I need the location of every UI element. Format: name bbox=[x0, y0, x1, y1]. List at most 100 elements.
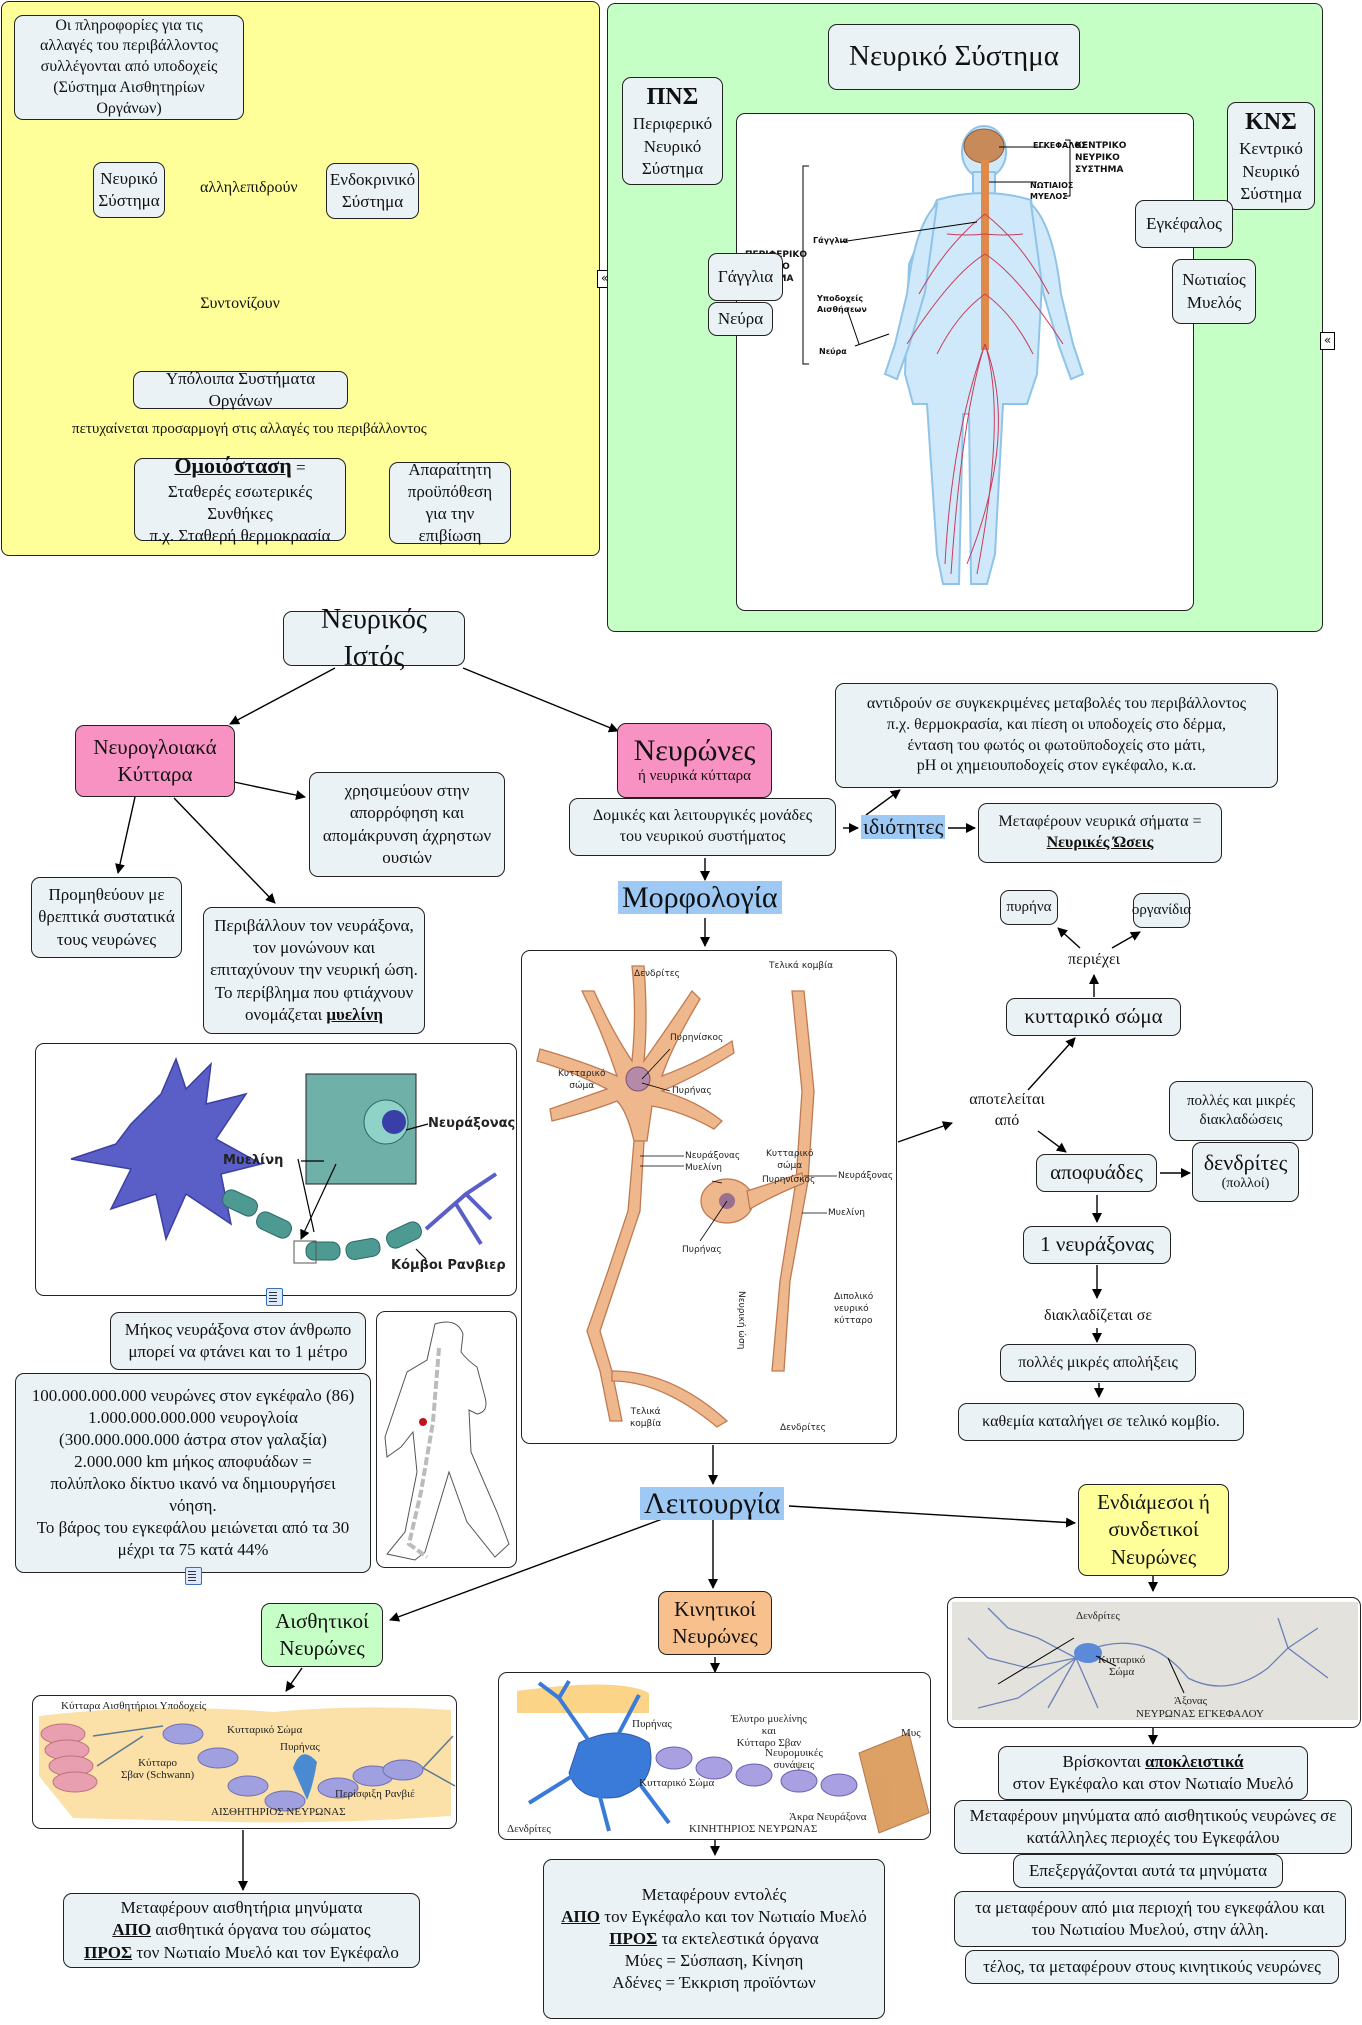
morph-label-axon: Νευράξονας bbox=[685, 1151, 741, 1161]
glia-nourish-node[interactable]: Προμηθεύουν με θρεπτικά συστατικά τους ν… bbox=[31, 877, 182, 958]
figure-label-line: Διπολικό bbox=[834, 1292, 874, 1302]
properties-label: ιδιότητες bbox=[861, 814, 946, 840]
cns-node[interactable]: ΚΝΣ Κεντρικό Νευρικό Σύστημα bbox=[1227, 102, 1315, 210]
figure-label-line: συνάψεις bbox=[773, 1759, 815, 1772]
inter-carry-node[interactable]: Μεταφέρουν μηνύματα από αισθητικούς νευρ… bbox=[954, 1800, 1352, 1854]
axon-node[interactable]: 1 νευράξονας bbox=[1023, 1226, 1171, 1264]
nervous-tissue-node[interactable]: Νευρικός Ιστός bbox=[283, 604, 465, 672]
node-line: στον Εγκέφαλο και στον Νωτιαίο Μυελό bbox=[1012, 1774, 1294, 1793]
homeostasis-node[interactable]: Ομοιόσταση = Σταθερές εσωτερικές Συνθήκε… bbox=[134, 453, 346, 545]
transmit-node[interactable]: Μεταφέρουν νευρικά σήματα = Νευρικές Ώσε… bbox=[978, 803, 1222, 863]
morph-label-nucleus: Πυρήνας bbox=[672, 1086, 712, 1096]
interneurons-node[interactable]: Ενδιάμεσοι ή συνδετικοί Νευρώνες bbox=[1078, 1484, 1229, 1576]
fact-line: νόηση. bbox=[169, 1496, 217, 1516]
neurons-node[interactable]: Νευρώνες ή νευρικά κύτταρα bbox=[617, 723, 772, 798]
morph-label-nucleolus: Πυρηνίσκος bbox=[670, 1033, 724, 1043]
glia-wrap-node[interactable]: Περιβάλλουν τον νευράξονα, τον μονώνουν … bbox=[203, 907, 425, 1034]
homeostasis-title: Ομοιόσταση bbox=[174, 453, 292, 479]
inter-transfer-node[interactable]: τα μεταφέρουν από μια περιοχή του εγκεφά… bbox=[954, 1891, 1346, 1947]
collapse-right-icon[interactable]: « bbox=[1320, 332, 1335, 350]
nucleus-node[interactable]: πυρήνα bbox=[1000, 890, 1058, 925]
node-line: Νευρικός Ιστός bbox=[321, 604, 427, 672]
neurons-definition-node[interactable]: Δομικές και λειτουργικές μονάδες του νευ… bbox=[569, 798, 836, 856]
node-line: Νωτιαίος bbox=[1182, 270, 1246, 290]
node-line: Γάγγλια bbox=[717, 266, 774, 286]
figure-label-line: Κυτταρικό bbox=[558, 1069, 606, 1079]
nervous-system-title-node[interactable]: Νευρικό Σύστημα bbox=[828, 24, 1080, 90]
homeostasis-title-line: Ομοιόσταση = bbox=[174, 452, 305, 481]
node-line: πυρήνα bbox=[1006, 898, 1052, 915]
dendrites-node[interactable]: δενδρίτες (πολλοί) bbox=[1192, 1142, 1299, 1202]
motor-label-muscle: Μυς bbox=[901, 1727, 921, 1739]
morph-label-cell-body: Κυτταρικό σώμα bbox=[558, 1069, 605, 1092]
node-line: Αδένες = Έκκριση προϊόντων bbox=[612, 1973, 816, 1993]
survival-node[interactable]: Απαραίτητη προϋπόθεση για την επιβίωση bbox=[389, 460, 511, 545]
endocrine-system-node[interactable]: Ενδοκρινικό Σύστημα bbox=[326, 163, 419, 219]
link-properties-react bbox=[865, 789, 901, 816]
brain-node[interactable]: Εγκέφαλος bbox=[1135, 200, 1233, 248]
nerves-node[interactable]: Νεύρα bbox=[708, 302, 773, 336]
figure-label-line: Κυτταρικό bbox=[766, 1149, 814, 1159]
morph-label-impulse: Νευρική ώση bbox=[736, 1291, 746, 1350]
glia-absorb-node[interactable]: χρησιμεύουν στην απορρόφηση και απομάκρυ… bbox=[309, 772, 505, 877]
processes-node[interactable]: αποφυάδες bbox=[1036, 1154, 1157, 1192]
node-line: π.χ. Σταθερή θερμοκρασία bbox=[149, 525, 331, 545]
node-line: Μύες = Σύσπαση, Κίνηση bbox=[624, 1951, 804, 1971]
terminal-node[interactable]: καθεμία καταλήγει σε τελικό κομβίο. bbox=[958, 1403, 1244, 1441]
node-line: Υπόλοιπα Συστήματα Οργάνων bbox=[165, 368, 316, 410]
spinal-cord-node[interactable]: Νωτιαίος Μυελός bbox=[1172, 259, 1256, 324]
walking-person-illustration bbox=[384, 1321, 510, 1561]
motor-label-tips: Άκρα Νευράξονα bbox=[789, 1811, 867, 1823]
fact-line: (300.000.000.000 άστρα στον γαλαξία) bbox=[59, 1429, 327, 1449]
node-line: προϋπόθεση bbox=[407, 481, 493, 501]
other-systems-node[interactable]: Υπόλοιπα Συστήματα Οργάνων bbox=[133, 368, 348, 410]
link-glia-nourish bbox=[115, 796, 136, 874]
node-line: Νευρικό bbox=[100, 168, 158, 188]
info-collection-node[interactable]: Οι πληροφορίες για τις αλλαγές του περιβ… bbox=[14, 15, 244, 120]
note-icon[interactable] bbox=[185, 1567, 202, 1585]
sensory-neurons-node[interactable]: Αισθητικοί Νευρώνες bbox=[261, 1603, 383, 1667]
interneuron-illustration bbox=[952, 1602, 1358, 1720]
morph-label-nucleus-2: Πυρήνας bbox=[682, 1245, 722, 1255]
node-line: ΠΡΟΣ τα εκτελεστικά όργανα bbox=[609, 1928, 818, 1950]
figure-label-line: ΚΕΝΤΡΙΚΟ bbox=[1075, 141, 1127, 151]
cell-body-node[interactable]: κυτταρικό σώμα bbox=[1006, 998, 1181, 1036]
node-line: Σύστημα bbox=[641, 158, 704, 178]
body-illustration bbox=[802, 125, 1085, 585]
note-icon[interactable] bbox=[266, 1288, 283, 1306]
organelles-node[interactable]: οργανίδια bbox=[1131, 893, 1192, 928]
react-node[interactable]: αντιδρούν σε συγκεκριμένες μεταβολές του… bbox=[835, 683, 1278, 788]
consists-of-label: αποτελείται από bbox=[962, 1090, 1052, 1132]
motor-description-node[interactable]: Μεταφέρουν εντολές ΑΠΟ τον Εγκέφαλο και … bbox=[543, 1859, 885, 2019]
neurons-title: Νευρώνες bbox=[633, 734, 756, 768]
node-line: Νεύρα bbox=[717, 308, 764, 328]
figure-label-line: κύτταρο bbox=[834, 1316, 873, 1327]
morph-label-dendrites-top: Δενδρίτες bbox=[634, 969, 680, 979]
sensory-description-node[interactable]: Μεταφέρουν αισθητήρια μηνύματα ΑΠΟ αισθη… bbox=[63, 1893, 420, 1968]
axon-length-node[interactable]: Μήκος νευράξονα στον άνθρωπο μπορεί να φ… bbox=[110, 1312, 366, 1370]
neuron-illustration bbox=[536, 965, 837, 1428]
nervous-system-node[interactable]: Νευρικό Σύστημα bbox=[93, 162, 165, 218]
node-line: ΠΡΟΣ τον Νωτιαίο Μυελό και τον Εγκέφαλο bbox=[84, 1942, 399, 1964]
from-keyword: ΑΠΟ bbox=[112, 1920, 152, 1940]
function-label: Λειτουργία bbox=[640, 1487, 785, 1520]
inter-finally-node[interactable]: τέλος, τα μεταφέρουν στους κινητικούς νε… bbox=[965, 1950, 1339, 1984]
facts-node[interactable]: 100.000.000.000 νευρώνες στον εγκέφαλο (… bbox=[15, 1373, 371, 1573]
glia-node[interactable]: Νευρογλοιακά Κύτταρα bbox=[75, 725, 235, 797]
motor-neurons-node[interactable]: Κινητικοί Νευρώνες bbox=[658, 1591, 772, 1655]
motor-neuron-illustration bbox=[517, 1679, 930, 1834]
node-line: οργανίδια bbox=[1131, 901, 1192, 918]
endings-node[interactable]: πολλές μικρές απολήξεις bbox=[1000, 1344, 1196, 1382]
node-line: του Νωτιαίου Μυελού, στην άλλη. bbox=[1031, 1920, 1269, 1939]
figure-label-line: και bbox=[761, 1725, 776, 1738]
figure-label-line: σώμα bbox=[777, 1160, 803, 1171]
pns-node[interactable]: ΠΝΣ Περιφερικό Νευρικό Σύστημα bbox=[622, 77, 723, 185]
node-line: pH οι χημειουποδοχείς στον εγκέφαλο, κ.α… bbox=[916, 757, 1197, 775]
inter-process-node[interactable]: Επεξεργάζονται αυτά τα μηνύματα bbox=[1013, 1854, 1283, 1888]
ganglia-node[interactable]: Γάγγλια bbox=[708, 253, 783, 301]
node-line: Περιφερικό bbox=[632, 114, 713, 134]
node-line: Ενδοκρινικό bbox=[329, 169, 416, 189]
inter-location-node[interactable]: Βρίσκονται αποκλειστικά στον Εγκέφαλο κα… bbox=[998, 1746, 1308, 1800]
dendrites-desc-node[interactable]: πολλές και μικρές διακλαδώσεις bbox=[1169, 1081, 1313, 1141]
located-prefix: Βρίσκονται bbox=[1062, 1751, 1146, 1771]
